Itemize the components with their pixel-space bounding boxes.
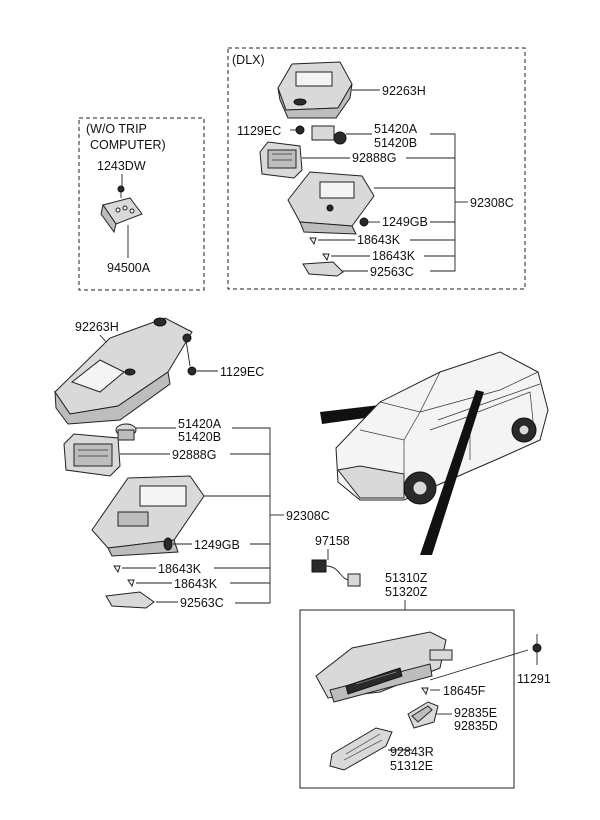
bracket-part xyxy=(302,261,344,277)
module-part xyxy=(63,433,121,477)
label-dlx-clip2[interactable]: 18643K xyxy=(372,249,416,263)
screw-icon xyxy=(163,537,173,551)
rear-lamp-box xyxy=(299,609,515,789)
clip-icon xyxy=(113,565,121,574)
wo-trip-computer-box xyxy=(78,117,205,291)
connector-part xyxy=(311,559,361,587)
map-lamp-part xyxy=(100,197,143,234)
pointer-arrow-rear xyxy=(420,390,484,555)
label-rear-lens-b[interactable]: 92835D xyxy=(454,719,498,733)
overhead-console-part xyxy=(277,61,353,119)
screw-icon xyxy=(295,125,305,135)
label-rear-cover-b[interactable]: 51312E xyxy=(390,759,433,773)
screw-icon xyxy=(182,333,197,376)
label-main-screw[interactable]: 1129EC xyxy=(220,365,264,379)
label-rear-screw[interactable]: 11291 xyxy=(517,672,551,686)
label-dlx-screw[interactable]: 1129EC xyxy=(237,124,281,138)
screw-icon xyxy=(532,634,542,665)
label-dlx-module[interactable]: 92888G xyxy=(352,151,396,165)
rear-lamp-group: 51310Z 51320Z 11291 18645F 92835E xyxy=(299,571,551,789)
lamp-housing-part xyxy=(91,475,205,557)
label-dlx-assembly[interactable]: 92308C xyxy=(470,196,514,210)
label-main-screw2[interactable]: 1249GB xyxy=(194,538,240,552)
clip-icon xyxy=(322,253,330,262)
label-dlx-clip1[interactable]: 18643K xyxy=(357,233,401,247)
bulb-socket-part xyxy=(311,125,347,145)
screw-icon xyxy=(117,185,125,198)
label-rear-lamp-a[interactable]: 51310Z xyxy=(385,571,428,585)
label-main-clip1[interactable]: 18643K xyxy=(158,562,202,576)
label-dlx-bulb-b[interactable]: 51420B xyxy=(374,136,417,150)
wo-trip-header-line1: (W/O TRIP xyxy=(86,122,147,136)
label-main-bulb-a[interactable]: 51420A xyxy=(178,417,222,431)
rear-lamp-housing-part xyxy=(315,631,453,703)
label-dlx-screw2[interactable]: 1249GB xyxy=(382,215,428,229)
lens-part xyxy=(407,701,439,729)
label-rear-lamp-b[interactable]: 51320Z xyxy=(385,585,428,599)
label-rear-cover-a[interactable]: 92843R xyxy=(390,745,434,759)
bulb-socket-part xyxy=(115,423,137,441)
clip-icon xyxy=(127,579,135,588)
vehicle-illustration xyxy=(320,351,549,555)
label-dlx-bracket[interactable]: 92563C xyxy=(370,265,414,279)
wo-trip-header-line2: COMPUTER) xyxy=(90,138,166,152)
label-main-bulb-b[interactable]: 51420B xyxy=(178,430,221,444)
lamp-housing-part xyxy=(287,171,375,235)
dlx-group: (DLX) 92263H 1129EC 51420A 51420B 9288 xyxy=(227,47,526,290)
clip-icon xyxy=(309,237,317,246)
label-wire[interactable]: 97158 xyxy=(315,534,350,548)
dlx-box xyxy=(227,47,526,290)
label-main-assembly[interactable]: 92308C xyxy=(286,509,330,523)
screw-icon xyxy=(359,217,369,227)
dlx-header: (DLX) xyxy=(232,53,265,67)
label-main-clip2[interactable]: 18643K xyxy=(174,577,218,591)
bracket-part xyxy=(105,591,155,609)
wire-harness-group: 97158 xyxy=(311,534,361,587)
label-dlx-console[interactable]: 92263H xyxy=(382,84,426,98)
cover-part xyxy=(329,727,393,771)
label-rear-clip[interactable]: 18645F xyxy=(443,684,486,698)
label-rear-lens-a[interactable]: 92835E xyxy=(454,706,497,720)
module-part xyxy=(259,141,303,179)
wo-trip-computer-group: (W/O TRIP COMPUTER) 1243DW 94500A xyxy=(78,117,205,291)
label-dlx-bulb-a[interactable]: 51420A xyxy=(374,122,418,136)
label-main-bracket[interactable]: 92563C xyxy=(180,596,224,610)
label-main-module[interactable]: 92888G xyxy=(172,448,216,462)
clip-icon xyxy=(421,687,429,696)
label-main-console[interactable]: 92263H xyxy=(75,320,119,334)
overhead-console-part xyxy=(54,317,193,425)
label-wo-trip-lamp[interactable]: 94500A xyxy=(107,261,151,275)
label-wo-trip-screw[interactable]: 1243DW xyxy=(97,159,146,173)
main-parts-group: 92263H 1129EC 51420A 51420B 9288 xyxy=(54,317,330,610)
